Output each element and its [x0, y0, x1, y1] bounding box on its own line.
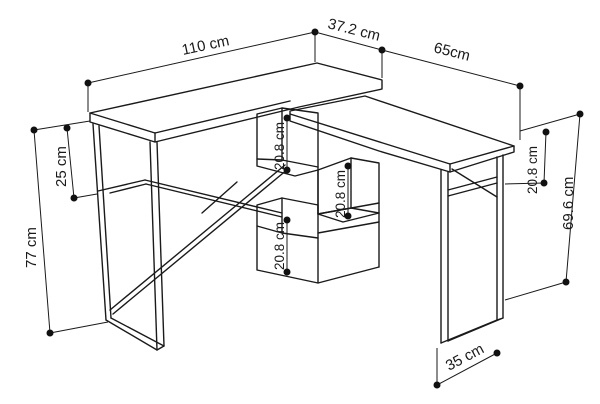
dimension-lines	[30, 28, 584, 389]
label-front-top-height: 25 cm	[53, 146, 70, 187]
label-shelf-lower: 20.8 cm	[272, 222, 287, 270]
label-depth: 37.2 cm	[326, 15, 382, 44]
left-desk-top	[89, 62, 383, 143]
label-right-leg-height: 69.6 cm	[560, 177, 577, 230]
label-right-base-width: 35 cm	[443, 340, 487, 374]
label-right-shelf-height: 20.8 cm	[525, 146, 540, 194]
label-left-length: 110 cm	[180, 32, 231, 59]
right-desk-frame	[440, 154, 504, 344]
label-right-length: 65cm	[432, 39, 472, 64]
left-desk-frame	[92, 123, 289, 351]
label-shelf-middle: 20.8 cm	[333, 170, 348, 218]
label-shelf-upper: 20.8 cm	[272, 122, 287, 170]
label-total-height: 77 cm	[23, 227, 40, 268]
right-desk-top	[289, 95, 515, 173]
